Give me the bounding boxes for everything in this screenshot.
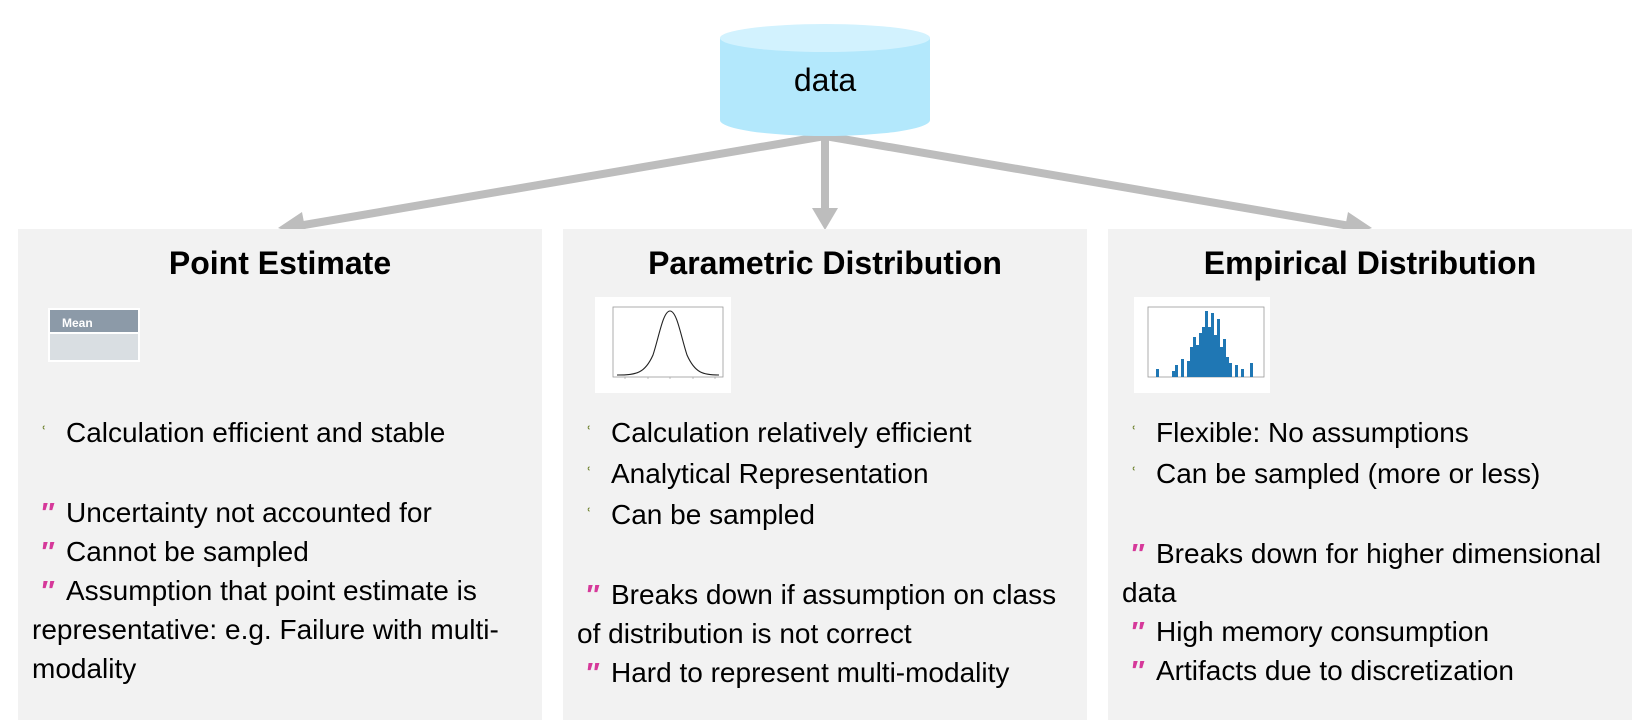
mean-table: Mean (48, 308, 140, 362)
mean-value-cell (48, 334, 140, 362)
cross-icon: ″ (1130, 538, 1144, 569)
point-estimate-bullets: ʿ Calculation efficient and stable ″ Uncer… (32, 413, 528, 688)
con-text: Breaks down if assumption on class of di… (577, 579, 1057, 649)
con-item: ″Assumption that point estimate is repre… (32, 571, 528, 688)
cross-icon: ″ (40, 575, 54, 606)
mean-header: Mean (48, 308, 140, 334)
arrowhead-parametric (812, 208, 838, 230)
pro-text: Calculation relatively efficient (611, 417, 972, 448)
data-source-label: data (793, 62, 857, 98)
con-item: ″ Hard to represent multi-modality (577, 653, 1073, 692)
cross-icon: ″ (40, 497, 54, 528)
con-item: ″ Cannot be sampled (32, 532, 528, 571)
histogram-thumbnail (1134, 297, 1270, 393)
arrow-to-point-estimate (294, 132, 829, 230)
parametric-bullets: ʿ Calculation relatively efficient ʿ Analy… (577, 413, 1073, 692)
check-icon: ʿ (585, 463, 593, 488)
panel-title: Empirical Distribution (1203, 245, 1537, 281)
check-icon: ʿ (585, 504, 593, 529)
con-item: ″Breaks down for higher dimensional data (1122, 534, 1618, 612)
pro-text: Can be sampled (more or less) (1156, 458, 1541, 489)
pro-text: Analytical Representation (611, 458, 929, 489)
panel-title: Parametric Distribution (648, 245, 1002, 281)
con-item: ″ Artifacts due to discretization (1122, 651, 1618, 690)
database-icon (720, 24, 930, 136)
pro-text: Calculation efficient and stable (66, 417, 446, 448)
check-icon: ʿ (1130, 422, 1138, 447)
check-icon: ʿ (40, 422, 48, 447)
cross-icon: ″ (585, 657, 599, 688)
gaussian-curve-thumbnail (595, 297, 731, 393)
pro-item: ʿ Can be sampled (577, 495, 1073, 536)
con-item: ″ Uncertainty not accounted for (32, 493, 528, 532)
panel-title: Point Estimate (168, 245, 392, 281)
arrow-to-empirical (821, 132, 1354, 230)
cross-icon: ″ (1130, 616, 1144, 647)
panel-empirical-distribution: Empirical Distribution (1108, 229, 1632, 720)
check-icon: ʿ (1130, 463, 1138, 488)
cross-icon: ″ (40, 536, 54, 567)
con-text: Cannot be sampled (66, 536, 309, 567)
pro-text: Flexible: No assumptions (1156, 417, 1469, 448)
con-text: Artifacts due to discretization (1156, 655, 1514, 686)
pro-item: ʿ Can be sampled (more or less) (1122, 454, 1618, 495)
con-item: ″Breaks down if assumption on class of d… (577, 575, 1073, 653)
con-text: High memory consumption (1156, 616, 1490, 647)
empirical-bullets: ʿ Flexible: No assumptions ʿ Can be sample… (1122, 413, 1618, 690)
check-icon: ʿ (585, 422, 593, 447)
pro-item: ʿ Calculation relatively efficient (577, 413, 1073, 454)
cross-icon: ″ (1130, 655, 1144, 686)
panel-point-estimate: Point Estimate Mean ʿ Calculation efficie… (18, 229, 542, 720)
pro-item: ʿ Analytical Representation (577, 454, 1073, 495)
con-text: Breaks down for higher dimensional data (1122, 538, 1602, 608)
pro-item: ʿ Flexible: No assumptions (1122, 413, 1618, 454)
con-text: Assumption that point estimate is repres… (32, 575, 499, 684)
panel-parametric-distribution: Parametric Distribution ʿ Calculation rel… (563, 229, 1087, 720)
cross-icon: ″ (585, 579, 599, 610)
con-text: Uncertainty not accounted for (66, 497, 432, 528)
con-item: ″ High memory consumption (1122, 612, 1618, 651)
pro-item: ʿ Calculation efficient and stable (32, 413, 528, 454)
con-text: Hard to represent multi-modality (611, 657, 1010, 688)
pro-text: Can be sampled (611, 499, 815, 530)
